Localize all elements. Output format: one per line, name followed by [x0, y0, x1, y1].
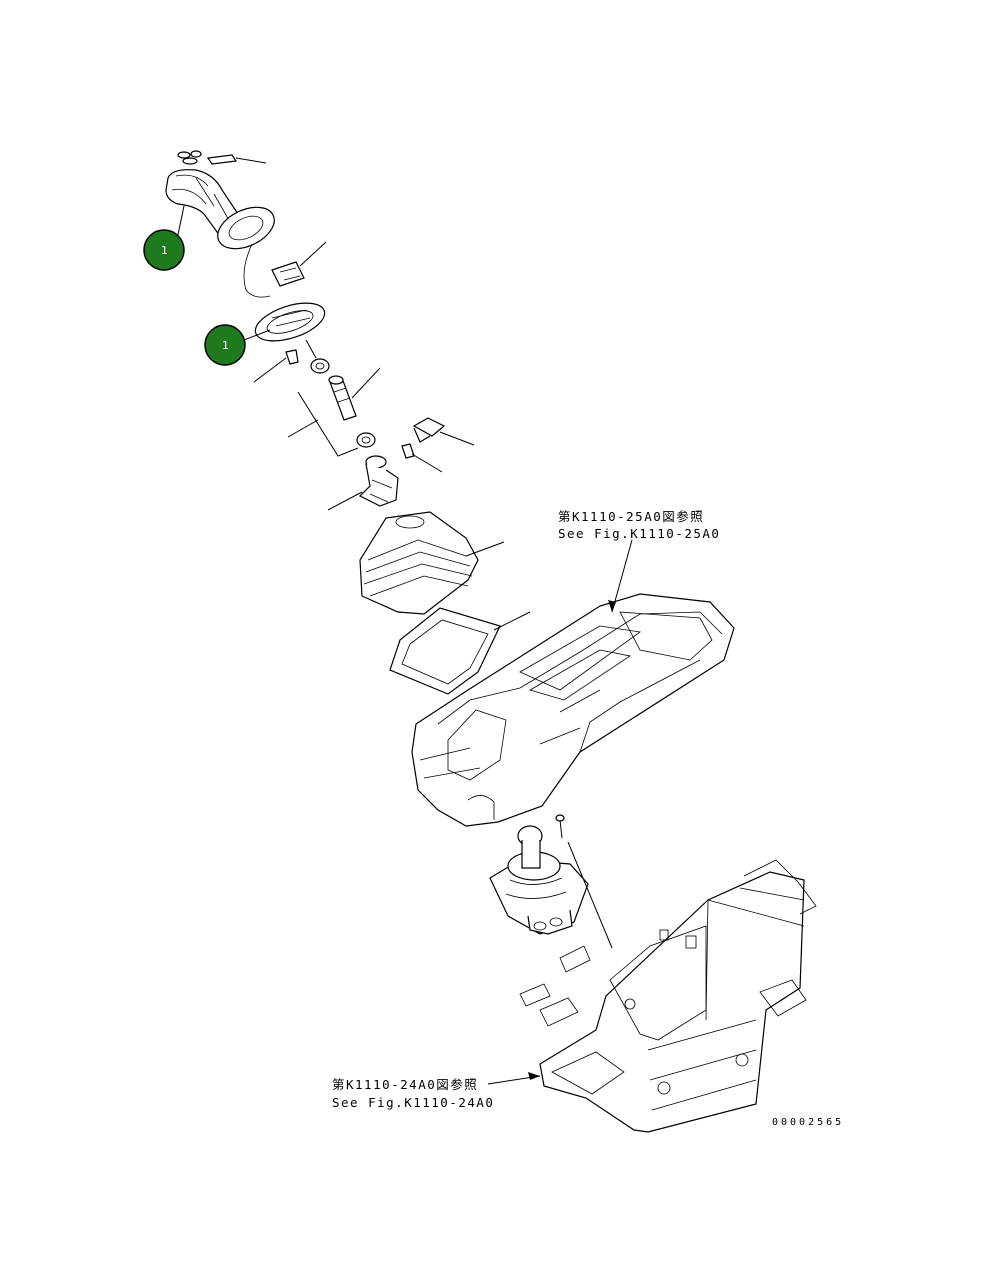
washer — [401, 443, 443, 473]
callout-1-plate[interactable]: 1 — [204, 324, 271, 366]
lever-bracket — [327, 455, 399, 511]
base-frame — [519, 859, 817, 1133]
screw — [253, 349, 299, 383]
nut-lower — [356, 432, 376, 448]
joystick-valve — [489, 814, 613, 949]
callout-number: 1 — [222, 339, 229, 352]
lower-reference-label[interactable]: 第K1110-24A0図参照 See Fig.K1110-24A0 — [332, 1077, 494, 1110]
callout-number: 1 — [161, 244, 168, 257]
upper-reference-en: See Fig.K1110-25A0 — [558, 526, 720, 541]
lower-reference-jp: 第K1110-24A0図参照 — [332, 1077, 478, 1092]
shaft — [328, 367, 381, 421]
grip-plate — [254, 302, 326, 342]
upper-reference-label[interactable]: 第K1110-25A0図参照 See Fig.K1110-25A0 — [558, 509, 720, 541]
nut-upper — [310, 358, 330, 374]
boot-frame — [389, 607, 531, 695]
rubber-boot — [359, 511, 505, 615]
upper-reference-leader — [608, 539, 633, 613]
callout-1-grip[interactable]: 1 — [143, 205, 185, 271]
lower-reference-en: See Fig.K1110-24A0 — [332, 1095, 494, 1110]
joystick-grip — [165, 150, 327, 298]
lower-reference-leader — [487, 1072, 541, 1085]
bolt — [412, 417, 475, 446]
upper-reference-jp: 第K1110-25A0図参照 — [558, 509, 704, 524]
drawing-number: 00002565 — [772, 1117, 844, 1128]
console-cover — [411, 593, 735, 827]
